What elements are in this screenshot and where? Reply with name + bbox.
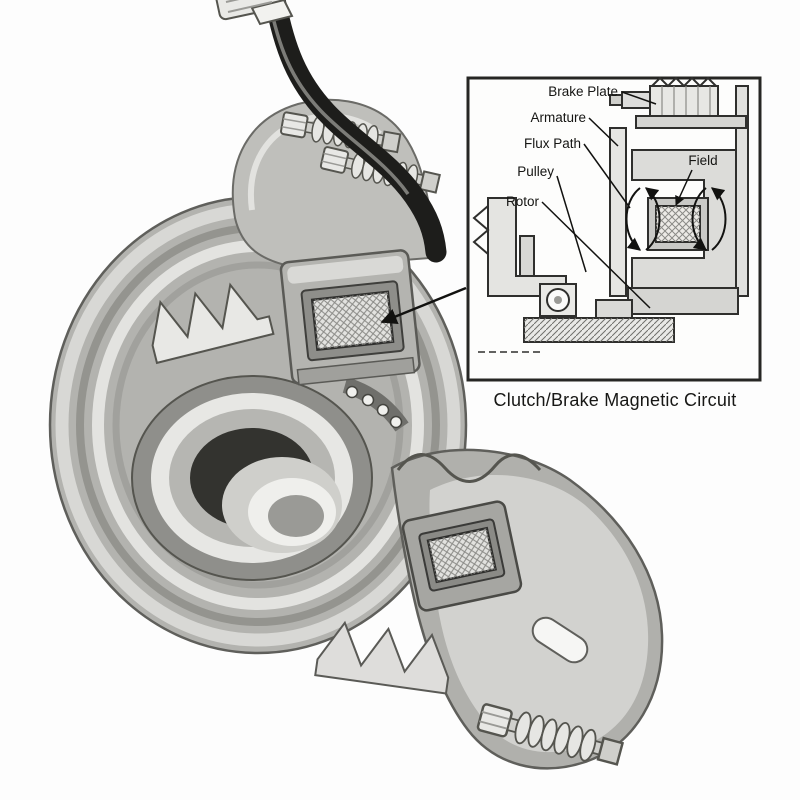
hub-bore <box>131 375 373 581</box>
leader-line-brake-plate <box>621 91 657 105</box>
inset-caption: Clutch/Brake Magnetic Circuit <box>493 390 737 410</box>
inset-panel: Brake Plate Armature Flux Path Pulley Ro… <box>466 76 762 382</box>
power-cable <box>264 0 447 263</box>
label-field: Field <box>688 153 717 168</box>
leader-line-rotor <box>541 201 651 309</box>
leader-line-armature <box>588 117 619 147</box>
leader-line-field <box>675 169 693 206</box>
label-rotor: Rotor <box>506 194 540 209</box>
label-pulley: Pulley <box>517 164 554 179</box>
leader-line-flux-path <box>583 143 631 209</box>
groove-cross-section-top <box>151 282 275 365</box>
pointer-arrow <box>380 286 467 325</box>
groove-cross-section-bottom <box>314 620 450 695</box>
field-coil-rear <box>401 500 523 612</box>
label-flux-path: Flux Path <box>524 136 581 151</box>
label-brake-plate: Brake Plate <box>548 84 618 99</box>
field-coil-front <box>279 249 421 386</box>
flux-arrows <box>625 187 727 251</box>
cable-connector <box>212 0 294 26</box>
label-armature: Armature <box>530 110 586 125</box>
inset-cross-section <box>472 76 749 353</box>
leader-line-pulley <box>556 175 587 273</box>
